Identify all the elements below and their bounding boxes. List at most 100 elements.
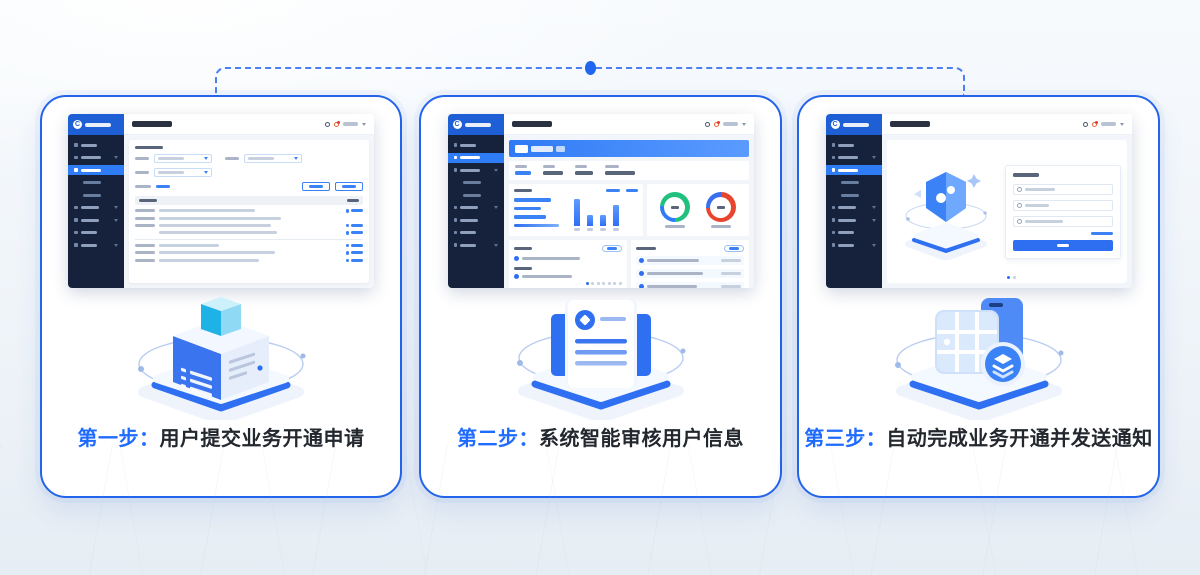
page-title-skeleton — [132, 121, 172, 127]
chevron-down-icon — [204, 157, 208, 160]
shield-icon — [1016, 218, 1022, 224]
column-header-skeleton — [139, 199, 157, 202]
sidebar-item — [826, 215, 882, 225]
sidebar-item-active — [68, 165, 124, 175]
reject-rate-donut — [705, 192, 736, 228]
chart-title-skeleton — [513, 189, 532, 192]
stat-item — [542, 165, 563, 175]
menu-label-skeleton — [80, 218, 99, 222]
row-link — [345, 243, 363, 247]
section-title-skeleton — [135, 146, 163, 149]
field-label-skeleton — [135, 185, 151, 188]
select-value-skeleton — [158, 171, 184, 174]
window-body — [447, 135, 754, 288]
notification-icon — [713, 120, 720, 127]
window-body — [825, 135, 1132, 288]
menu-icon — [74, 143, 78, 147]
window-topbar: C — [68, 114, 374, 135]
help-icon — [1082, 121, 1088, 127]
message-item — [635, 282, 744, 288]
button-label-skeleton — [606, 247, 617, 250]
sidebar-item — [826, 228, 882, 238]
todo-item — [513, 256, 622, 261]
sidebar-item — [448, 203, 504, 213]
logo-wordmark-skeleton — [85, 122, 111, 127]
menu-icon — [453, 230, 457, 235]
activation-panel — [886, 140, 1127, 283]
menu-icon — [74, 230, 78, 235]
chevron-down-icon — [493, 206, 498, 209]
content-area — [881, 135, 1132, 288]
query-button — [335, 182, 363, 191]
placeholder-skeleton — [1024, 203, 1049, 207]
button-label-skeleton — [728, 247, 739, 250]
more-button — [723, 245, 744, 252]
sidebar-item — [68, 203, 124, 213]
stats-row — [508, 161, 749, 180]
menu-icon — [831, 168, 835, 172]
menu-icon — [74, 155, 78, 160]
topbar-actions — [704, 120, 746, 127]
stat-item — [604, 165, 635, 175]
banner-title-skeleton — [555, 145, 565, 152]
sidebar-item — [826, 240, 882, 250]
chevron-down-icon — [294, 157, 298, 160]
logo-mark: C — [73, 120, 82, 129]
password-input — [1012, 199, 1113, 211]
menu-label-skeleton — [80, 206, 99, 209]
table-row — [135, 231, 363, 235]
application-form-panel — [129, 140, 369, 283]
link-icon — [345, 258, 349, 262]
panel-title-skeleton — [513, 247, 532, 250]
menu-icon — [831, 143, 835, 147]
menu-icon — [453, 168, 457, 172]
sidebar-item — [448, 215, 504, 225]
sidebar-subitem — [68, 190, 124, 200]
trend-chart-panel — [508, 184, 643, 236]
sidebar-item — [68, 140, 124, 150]
step2-label: 第二步：系统智能审核用户信息 — [457, 422, 744, 451]
chevron-down-icon — [114, 206, 118, 209]
sidebar-subitem — [448, 178, 504, 188]
sidebar-subitem — [826, 190, 882, 200]
link-icon — [345, 243, 349, 247]
menu-icon — [453, 218, 457, 222]
menu-icon — [74, 218, 78, 222]
todo-panel — [508, 240, 627, 288]
button-label-skeleton — [342, 185, 356, 188]
connector-midpoint-dot — [585, 61, 596, 75]
field-label-skeleton — [225, 157, 239, 160]
notification-icon — [334, 120, 340, 127]
login-form — [1004, 164, 1121, 259]
sidebar-item-active — [825, 165, 882, 175]
button-label-skeleton — [309, 185, 323, 188]
menu-icon — [453, 155, 457, 160]
more-button — [601, 245, 622, 252]
sidebar-item — [68, 153, 124, 163]
field-label-skeleton — [135, 171, 149, 174]
form-title-skeleton — [1012, 172, 1039, 177]
menu-icon — [453, 205, 457, 210]
sidebar-nav — [447, 135, 504, 288]
reset-button — [302, 182, 330, 191]
notification-icon — [1091, 120, 1098, 127]
chevron-down-icon — [871, 243, 876, 247]
action-row — [135, 182, 363, 191]
menu-icon — [831, 230, 835, 235]
step3-screenshot-window: C — [825, 114, 1132, 288]
select-value-skeleton — [158, 157, 184, 160]
forgot-link-skeleton — [1090, 231, 1113, 235]
v-bar — [599, 215, 606, 226]
logo-mark: C — [452, 120, 462, 129]
link-skeleton — [156, 185, 170, 188]
help-icon — [704, 121, 710, 127]
sidebar-item — [448, 140, 504, 150]
chart-body — [513, 196, 638, 231]
page-titlebar — [881, 114, 1132, 135]
account-input — [1012, 183, 1113, 195]
h-bar — [513, 223, 560, 227]
h-bar — [513, 198, 551, 202]
sidebar-item-active — [447, 152, 504, 163]
table-row — [135, 243, 363, 247]
donut-value-skeleton — [716, 205, 725, 209]
